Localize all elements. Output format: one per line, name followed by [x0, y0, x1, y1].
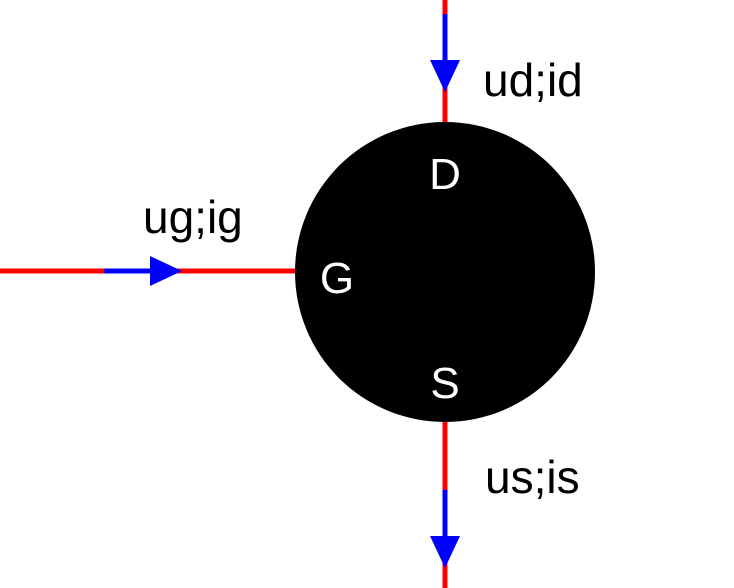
source-pin-label: S: [430, 359, 459, 408]
gate-terminal-label: ug;ig: [143, 191, 243, 243]
source-wire: [430, 420, 460, 588]
gate-pin-label: G: [320, 254, 354, 303]
device-body: [295, 122, 595, 422]
source-arrow-icon: [430, 536, 460, 568]
drain-terminal-label: ud;id: [483, 54, 583, 106]
gate-wire: [0, 256, 298, 286]
drain-pin-label: D: [429, 150, 461, 199]
drain-wire: [430, 0, 460, 124]
gate-arrow-icon: [150, 256, 182, 286]
source-terminal-label: us;is: [485, 451, 580, 503]
drain-arrow-icon: [430, 60, 460, 92]
